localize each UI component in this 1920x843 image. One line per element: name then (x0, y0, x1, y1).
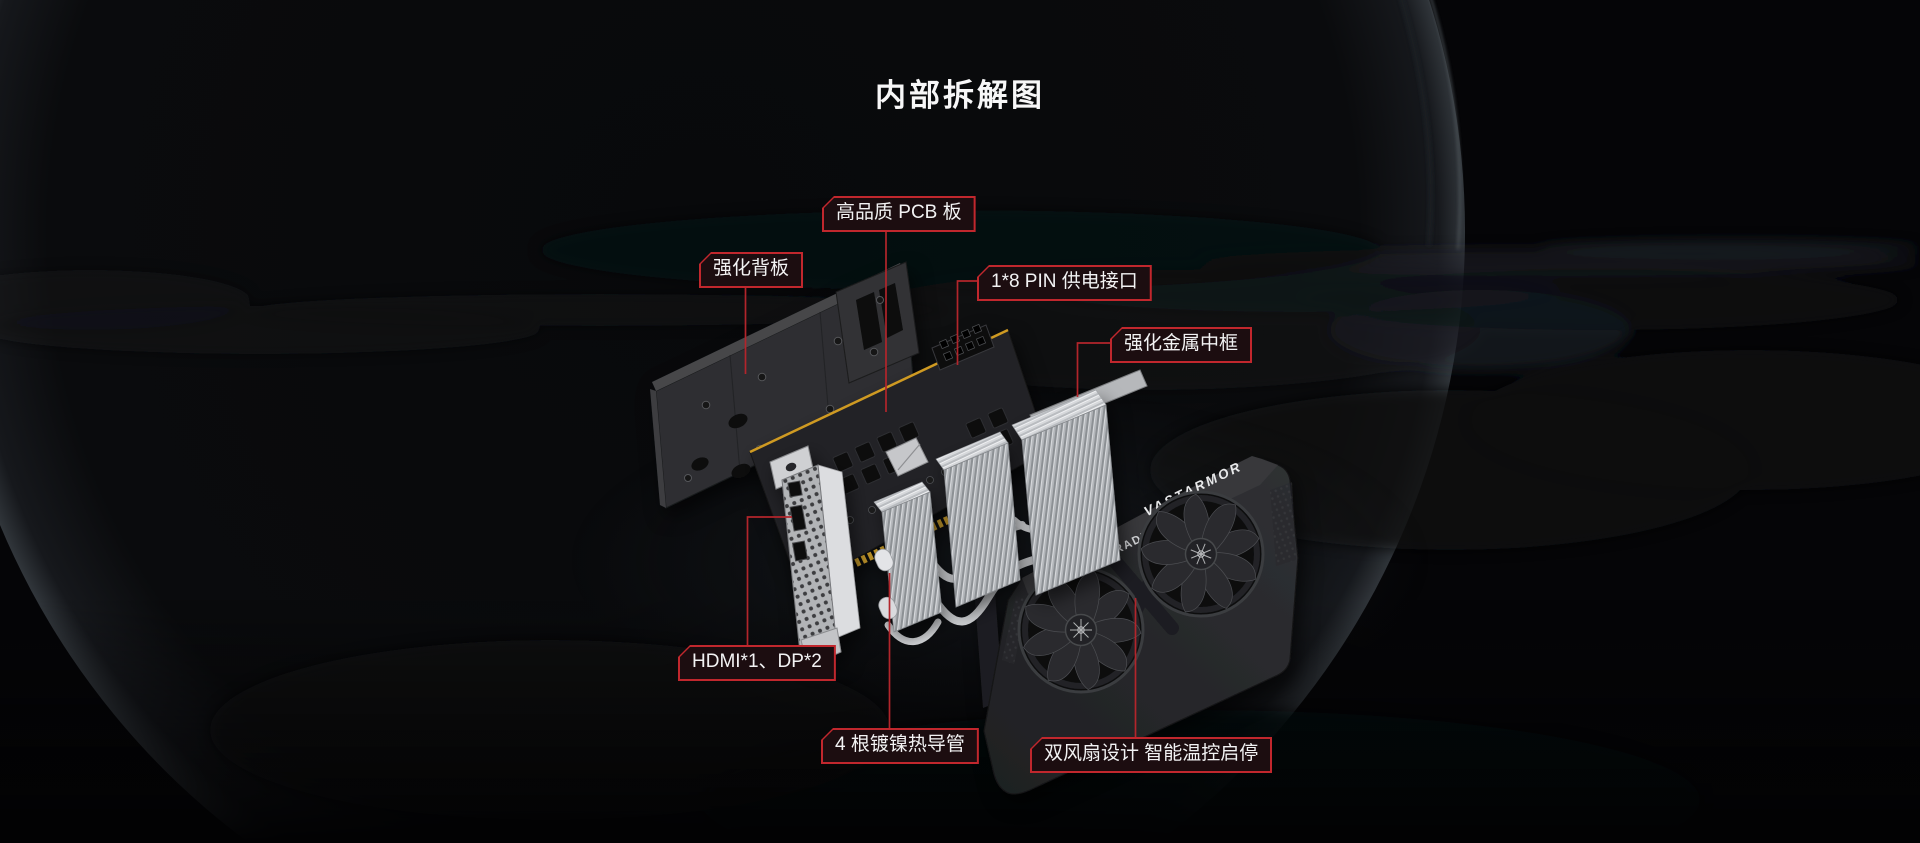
fin-block-right (1011, 389, 1121, 596)
leader-line-mid-frame (1076, 342, 1110, 397)
dp-port-1 (789, 504, 807, 532)
backplate (650, 261, 920, 509)
planet-rim-highlight (1430, 0, 1462, 251)
callout-dual-fan-label: 双风扇设计 智能温控启停 (1032, 739, 1271, 771)
callout-dual-fan: 双风扇设计 智能温控启停 (1030, 737, 1273, 773)
heatsink (873, 389, 1121, 633)
page-title: 内部拆解图 (875, 78, 1045, 113)
callout-display-ports: HDMI*1、DP*2 (678, 645, 836, 681)
dp-port-2 (791, 540, 809, 562)
gpu-exploded-view: VASTARMOR RADEON (650, 261, 1299, 795)
power-connector-8pin (931, 323, 995, 371)
callout-pcb-label: 高品质 PCB 板 (824, 198, 974, 230)
heat-pipe-tip-2 (878, 596, 898, 620)
leader-line-power-connector (956, 280, 977, 365)
callout-heat-pipes: 4 根镀镍热导管 (821, 728, 979, 764)
callout-power-connector-label: 1*8 PIN 供电接口 (979, 267, 1150, 299)
planet-rim-shadow (1399, 0, 1434, 247)
callout-backplate-label: 强化背板 (701, 254, 802, 286)
io-bracket (769, 445, 861, 661)
bottom-vignette (0, 600, 1920, 843)
fin-block-left (873, 481, 943, 633)
callout-mid-frame: 强化金属中框 (1110, 327, 1253, 363)
heat-pipe-tip-1 (874, 548, 894, 572)
callout-heat-pipes-label: 4 根镀镍热导管 (823, 730, 977, 762)
hdmi-port (787, 480, 803, 498)
callout-mid-frame-label: 强化金属中框 (1112, 329, 1251, 361)
callout-power-connector: 1*8 PIN 供电接口 (977, 265, 1152, 301)
callout-pcb: 高品质 PCB 板 (822, 196, 976, 232)
leader-lines (744, 227, 1137, 738)
leader-line-display-ports (746, 516, 792, 646)
callout-display-ports-label: HDMI*1、DP*2 (680, 647, 834, 679)
pcb-gold-fingers (854, 514, 954, 567)
fin-block-middle (935, 431, 1021, 608)
callout-backplate: 强化背板 (699, 252, 804, 288)
